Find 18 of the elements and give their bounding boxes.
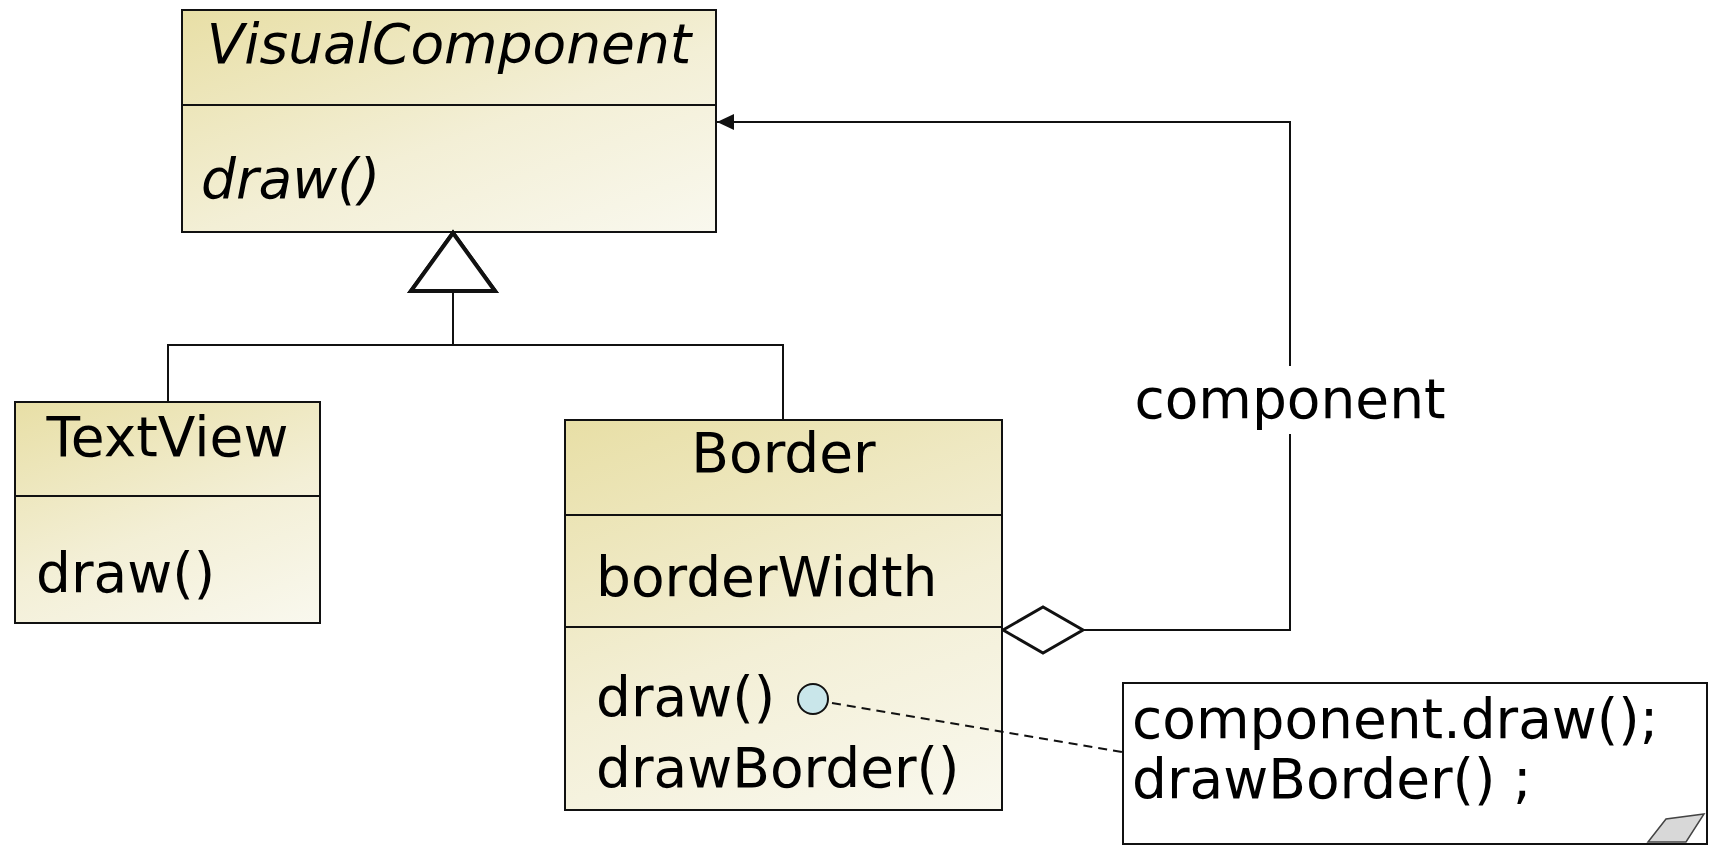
method-name: drawBorder() [596, 737, 960, 801]
method-name: draw() [36, 542, 216, 606]
attribute-name: borderWidth [596, 546, 938, 610]
uml-class-box [14, 401, 321, 624]
note-box [1122, 682, 1708, 845]
code-line: component.draw(); [1132, 688, 1659, 752]
arrow [716, 114, 1291, 655]
method-name: draw() [596, 666, 776, 730]
leader-line [831, 702, 1123, 753]
arrow [409, 231, 784, 420]
class-name: Border [690, 422, 877, 486]
method-name: draw() [201, 148, 381, 212]
circle-marker [798, 684, 832, 718]
class-name: TextView [45, 406, 290, 470]
uml-class-box [181, 9, 717, 233]
class-name: VisualComponent [205, 13, 694, 77]
edge-label: component [1134, 366, 1446, 434]
uml-class-box [564, 419, 1003, 811]
